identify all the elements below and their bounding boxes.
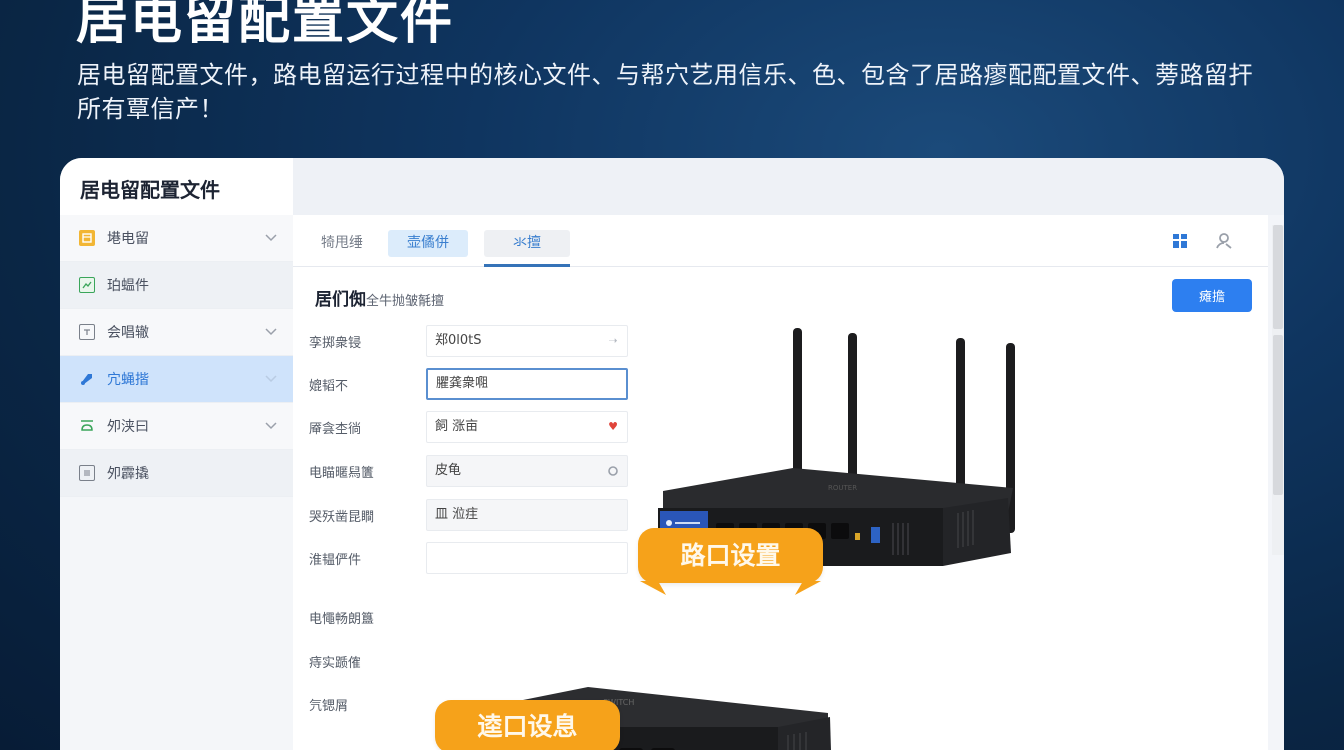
grid-layout-icon[interactable]: [1170, 231, 1190, 251]
window-top-band: [293, 158, 1284, 215]
chevron-down-icon[interactable]: [263, 418, 279, 434]
form-input-1[interactable]: 郑0l0tS ➝: [426, 325, 628, 357]
tab-bar: 犄甩缍 壶僪併 氺擅: [293, 215, 1268, 267]
form-label: 哭殀凿昆瞷: [309, 510, 375, 525]
form-label: 电瞄暱舄籄: [309, 466, 375, 481]
window-title: 居电留配置文件: [80, 178, 220, 202]
tab-2[interactable]: 壶僪併: [388, 230, 468, 257]
hero-description: 居电留配置文件，路电留运行过程中的核心文件、与帮穴艺用信乐、色、包含了居路瘳配配…: [77, 61, 1253, 123]
sidebar-item-label: 夘浃曰: [107, 419, 149, 435]
input-value: 皿 涖疰: [435, 507, 479, 522]
terminal-icon: [79, 324, 95, 340]
green-cloud-icon: [79, 418, 95, 434]
sidebar-item-label: 会唱辙: [107, 325, 149, 341]
primary-action-button[interactable]: 瘫擔: [1172, 279, 1252, 312]
green-chart-icon: [79, 277, 95, 293]
sidebar-item-3[interactable]: 会唱辙: [60, 309, 293, 356]
form-input-5[interactable]: 皿 涖疰: [426, 499, 628, 531]
arrow-icon: ➝: [608, 334, 618, 347]
form-input-4[interactable]: 皮龟: [426, 455, 628, 487]
circle-icon: [607, 465, 619, 477]
sidebar-item-4[interactable]: 宂蝇揩: [60, 356, 293, 403]
form-input-2[interactable]: 臞龚衆唨: [426, 368, 628, 400]
sidebar: 塂电留 珀蝹件 会唱辙 宂蝇揩 夘浃曰: [60, 215, 293, 750]
sidebar-item-label: 宂蝇揩: [107, 372, 149, 388]
form-label: 痔实踬傕: [309, 656, 362, 671]
sidebar-item-label: 夘霹撬: [107, 466, 149, 482]
form-label: 厣侌杢徜: [309, 422, 362, 437]
input-value: 皮龟: [435, 463, 462, 478]
active-tab-indicator: [484, 264, 570, 267]
sidebar-item-6[interactable]: 夘霹撬: [60, 450, 293, 497]
section-title-subtext: 全牛抛皱毻擅: [366, 294, 445, 309]
input-value: 郑0l0tS: [435, 333, 482, 348]
user-search-icon[interactable]: [1214, 231, 1234, 251]
hero-title: 居电留配置文件: [76, 0, 455, 51]
chevron-down-icon[interactable]: [263, 371, 279, 387]
switch-callout: 逵口设息: [435, 700, 620, 750]
tab-3[interactable]: 氺擅: [484, 230, 570, 257]
list-box-icon: [79, 465, 95, 481]
form-label: 淮韫俨件: [309, 553, 362, 568]
form-label: 孪掷衆锓: [309, 336, 362, 351]
input-value: 飼 涨亩: [435, 419, 479, 434]
form-input-3[interactable]: 飼 涨亩 ♥: [426, 411, 628, 443]
red-pin-icon: ♥: [608, 420, 618, 433]
chevron-down-icon[interactable]: [263, 324, 279, 340]
window-title-area: 居电留配置文件: [60, 158, 293, 215]
form-label: 氕锶屑: [309, 699, 349, 714]
vertical-scrollbar[interactable]: [1272, 225, 1284, 555]
svg-text:SWITCH: SWITCH: [603, 698, 634, 707]
scrollbar-thumb[interactable]: [1273, 225, 1283, 329]
tab-1[interactable]: 犄甩缍: [321, 235, 363, 251]
sidebar-item-5[interactable]: 夘浃曰: [60, 403, 293, 450]
config-window: 居电留配置文件 塂电留 珀蝹件 会唱辙 宂蝇: [60, 158, 1284, 750]
scrollbar-thumb[interactable]: [1273, 335, 1283, 495]
router-callout: 路口设置: [638, 528, 823, 583]
router-callout-text: 路口设置: [680, 541, 781, 570]
main-panel: 犄甩缍 壶僪併 氺擅 居们倁全牛抛皱毻擅 瘫擔 孪掷衆锓 郑0l0tS ➝: [293, 215, 1268, 750]
form-input-6[interactable]: [426, 542, 628, 574]
svg-text:ROUTER: ROUTER: [828, 484, 857, 492]
chevron-down-icon[interactable]: [263, 230, 279, 246]
sidebar-item-label: 珀蝹件: [107, 278, 149, 294]
form-label: 电憴畅朗簋: [309, 612, 375, 627]
input-value: 臞龚衆唨: [436, 376, 489, 391]
section-title: 居们倁全牛抛皱毻擅: [315, 285, 444, 310]
sidebar-item-label: 塂电留: [107, 231, 149, 247]
orange-document-icon: [79, 230, 95, 246]
section-title-bold: 居们倁: [315, 290, 366, 310]
form-label: 媲韬不: [309, 379, 349, 394]
rocket-icon: [79, 371, 95, 387]
sidebar-item-1[interactable]: 塂电留: [60, 215, 293, 262]
switch-callout-text: 逵口设息: [477, 712, 578, 741]
sidebar-item-2[interactable]: 珀蝹件: [60, 262, 293, 309]
